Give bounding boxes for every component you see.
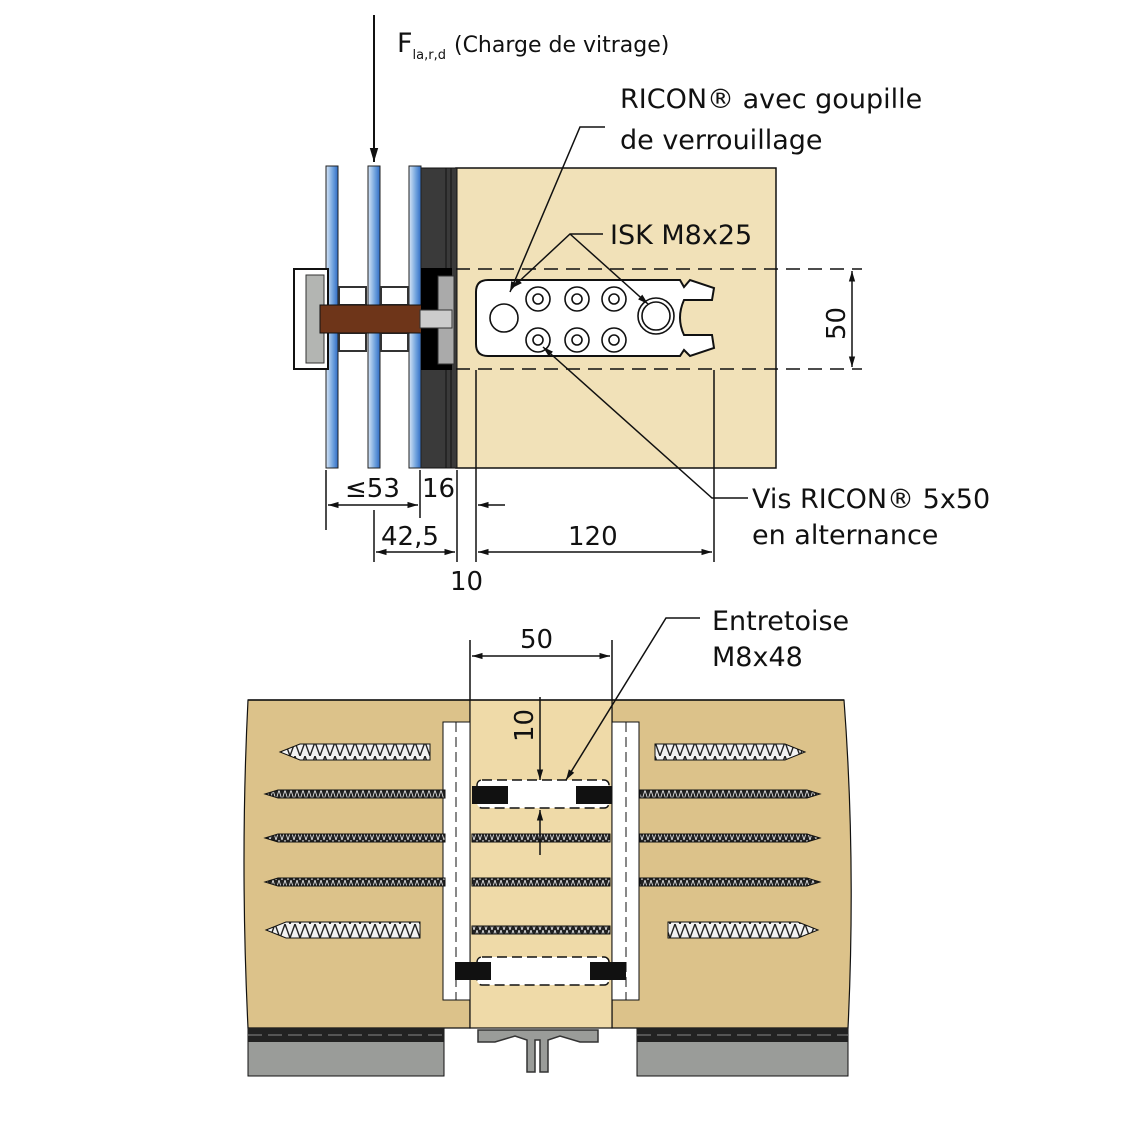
dim-width-50: 50 <box>520 625 553 655</box>
screws-right <box>639 743 822 939</box>
callout-spacer-line1: Entretoise <box>712 606 849 637</box>
top-view: Fla,r,d(Charge de vitrage) <box>293 15 990 597</box>
dim-edge: 10 <box>450 567 483 597</box>
spacers <box>455 779 626 986</box>
screws-center <box>471 833 611 935</box>
dim-glass-max: ≤53 <box>345 474 400 504</box>
dim-offset: 42,5 <box>381 522 439 552</box>
dim-height-50: 50 <box>822 307 852 340</box>
callout-vis-line2: en alternance <box>752 520 938 551</box>
dim-gasket: 16 <box>422 474 455 504</box>
screw-holes <box>489 286 675 353</box>
callout-isk: ISK M8x25 <box>610 220 752 251</box>
screws-left <box>263 743 446 939</box>
callout-ricon-pin-line2: de verrouillage <box>620 125 823 156</box>
timber-right <box>611 699 852 1029</box>
load-label: Fla,r,d(Charge de vitrage) <box>397 28 669 63</box>
callout-ricon-pin-line1: RICON® avec goupille <box>620 84 922 115</box>
dim-spacing-10: 10 <box>510 709 540 742</box>
callout-vis-line1: Vis RICON® 5x50 <box>752 484 990 515</box>
bottom-view: 50 10 Entretoise M8x48 <box>243 606 852 1077</box>
dim-length: 120 <box>568 522 618 552</box>
callout-spacer-line2: M8x48 <box>712 642 803 673</box>
center-profile <box>477 1029 599 1073</box>
brown-spacer <box>319 304 426 334</box>
